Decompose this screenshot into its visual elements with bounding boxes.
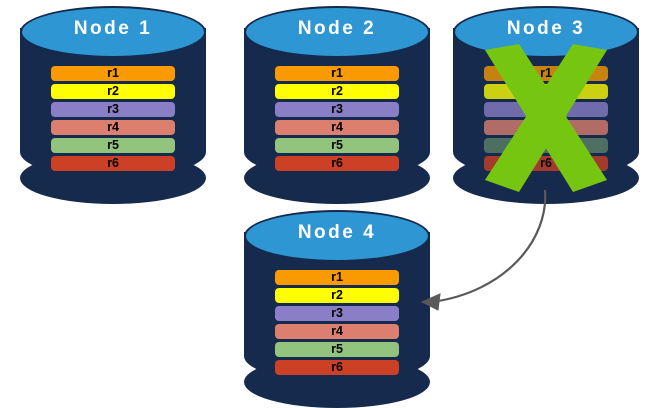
node-3-cylinder-top [453, 6, 639, 58]
node-1-row-r6[interactable]: r6 [51, 156, 175, 171]
node-1-row-r1[interactable]: r1 [51, 66, 175, 81]
node-2-row-r2[interactable]: r2 [275, 84, 399, 99]
node-4-row-r5[interactable]: r5 [275, 342, 399, 357]
node-1-row-r5[interactable]: r5 [51, 138, 175, 153]
node-4-cylinder-top [244, 210, 430, 262]
arrow-path [431, 189, 547, 304]
node-2-row-r5[interactable]: r5 [275, 138, 399, 153]
node-4-row-r6[interactable]: r6 [275, 360, 399, 375]
node-4-row-r2[interactable]: r2 [275, 288, 399, 303]
node-2-cylinder-top [244, 6, 430, 58]
node-1-row-r2[interactable]: r2 [51, 84, 175, 99]
node-1-row-r3[interactable]: r3 [51, 102, 175, 117]
node-3-rows: r1 r2 r3 r4 r5 r6 [484, 66, 608, 171]
node-3-row-r4[interactable]: r4 [484, 120, 608, 135]
node-4-row-r1[interactable]: r1 [275, 270, 399, 285]
node-3-row-r3[interactable]: r3 [484, 102, 608, 117]
node-2-row-r6[interactable]: r6 [275, 156, 399, 171]
node-1-rows: r1 r2 r3 r4 r5 r6 [51, 66, 175, 171]
node-3-row-r5[interactable]: r5 [484, 138, 608, 153]
node-2-row-r1[interactable]: r1 [275, 66, 399, 81]
node-3-row-r6[interactable]: r6 [484, 156, 608, 171]
node-3-row-r1[interactable]: r1 [484, 66, 608, 81]
node-2-row-r3[interactable]: r3 [275, 102, 399, 117]
node-4-rows: r1 r2 r3 r4 r5 r6 [275, 270, 399, 375]
node-1-row-r4[interactable]: r4 [51, 120, 175, 135]
node-3-row-r2[interactable]: r2 [484, 84, 608, 99]
node-1-cylinder-top [20, 6, 206, 58]
node-2-row-r4[interactable]: r4 [275, 120, 399, 135]
node-4-row-r3[interactable]: r3 [275, 306, 399, 321]
node-2-rows: r1 r2 r3 r4 r5 r6 [275, 66, 399, 171]
node-4-row-r4[interactable]: r4 [275, 324, 399, 339]
